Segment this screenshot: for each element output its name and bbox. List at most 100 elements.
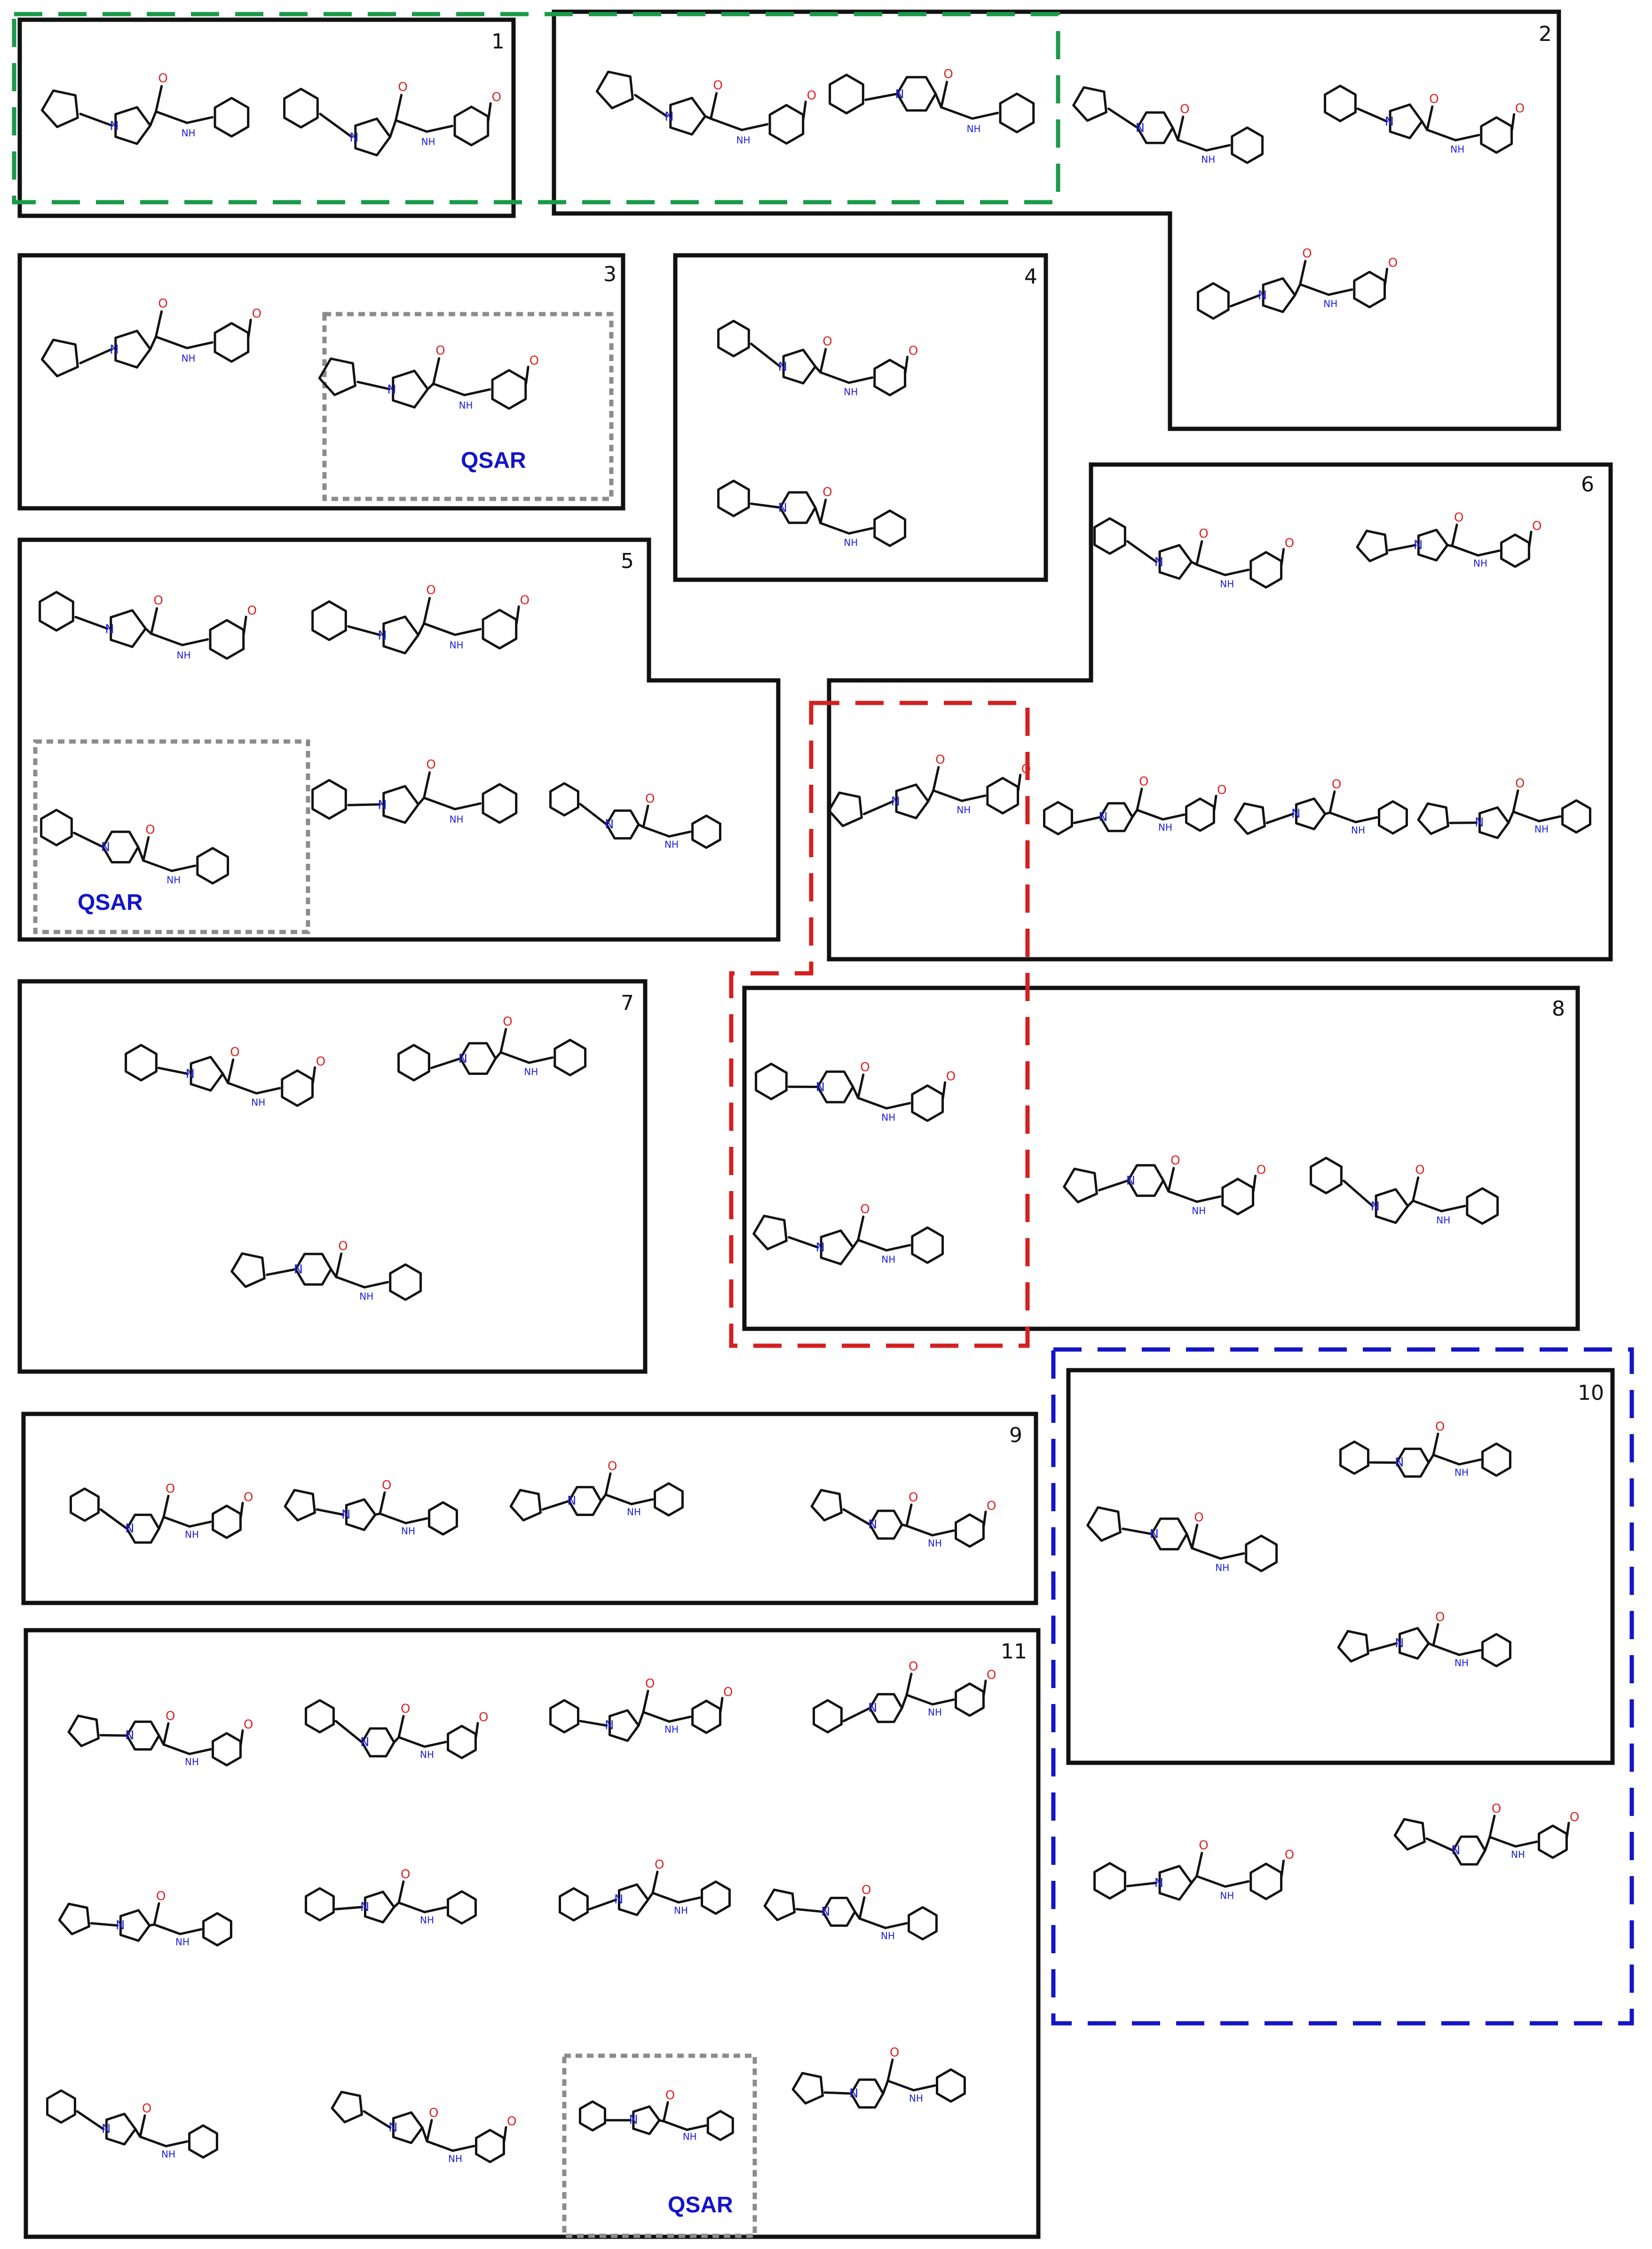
bond bbox=[941, 1081, 947, 1099]
bond bbox=[432, 382, 466, 396]
ring-bond bbox=[190, 1056, 224, 1092]
atom-label: NH bbox=[359, 1291, 373, 1302]
ring-bond bbox=[1127, 1164, 1165, 1197]
bond bbox=[1514, 1840, 1538, 1848]
atom-label: O bbox=[1285, 1848, 1294, 1862]
atom-label: O bbox=[909, 1660, 918, 1674]
bond bbox=[149, 335, 158, 351]
atom-label: NH bbox=[1192, 1205, 1206, 1216]
atom-label: O bbox=[479, 1711, 488, 1725]
atom-label: O bbox=[890, 2045, 899, 2060]
ring-bond bbox=[1099, 802, 1134, 832]
atom-label: N bbox=[378, 629, 387, 643]
atom-label: NH bbox=[251, 1097, 265, 1108]
ring-bond bbox=[553, 1039, 587, 1076]
bond bbox=[1512, 789, 1519, 813]
bond bbox=[255, 1087, 281, 1095]
bond bbox=[474, 1722, 479, 1739]
cluster-boxes bbox=[17, 9, 1615, 2239]
ring-bond bbox=[1262, 277, 1296, 313]
bond bbox=[153, 1923, 182, 1935]
atom-label: O bbox=[252, 307, 261, 321]
bond bbox=[1098, 1179, 1130, 1192]
atom-label: O bbox=[503, 1015, 512, 1029]
atom-label: O bbox=[166, 1482, 175, 1496]
atom-label: N bbox=[186, 1067, 195, 1081]
ring-bond bbox=[829, 73, 864, 115]
cluster-number-4: 4 bbox=[1024, 265, 1037, 289]
atom-label: N bbox=[360, 1736, 369, 1750]
bond bbox=[905, 1673, 913, 1697]
bond bbox=[1280, 1859, 1285, 1878]
ring-bond bbox=[869, 1509, 903, 1540]
ring-bond bbox=[955, 1513, 985, 1548]
atom-label: O bbox=[860, 1202, 869, 1216]
ring-bond bbox=[911, 1226, 944, 1264]
atom-label: N bbox=[1126, 1174, 1135, 1188]
atom-label: NH bbox=[1215, 1562, 1229, 1573]
ring-bond bbox=[196, 847, 229, 885]
bond bbox=[426, 2119, 433, 2143]
bond bbox=[463, 388, 491, 396]
bond bbox=[647, 1892, 654, 1901]
atom-label: O bbox=[166, 1709, 175, 1723]
ring-bond bbox=[67, 1714, 100, 1747]
ring-bond bbox=[389, 1263, 422, 1301]
ring-bond bbox=[213, 322, 250, 363]
green-dashed-group bbox=[12, 12, 1060, 205]
bond bbox=[864, 93, 899, 101]
bond bbox=[858, 1917, 887, 1929]
bond bbox=[1162, 813, 1186, 821]
cluster-number-3: 3 bbox=[603, 262, 617, 286]
bond bbox=[99, 1508, 128, 1530]
atom-label: N bbox=[1099, 810, 1107, 824]
ring-bond bbox=[392, 2111, 424, 2144]
ring-bond bbox=[202, 1912, 232, 1947]
atom-label: O bbox=[909, 344, 918, 358]
ring-bond bbox=[428, 1501, 458, 1536]
atom-label: N bbox=[1451, 1844, 1460, 1858]
ring-bond bbox=[491, 369, 527, 410]
bond bbox=[79, 112, 113, 127]
atom-label: NH bbox=[175, 1936, 190, 1948]
atom-label: O bbox=[1199, 1839, 1208, 1853]
bond bbox=[940, 106, 974, 120]
bond bbox=[142, 836, 150, 862]
atom-label: NH bbox=[627, 1507, 641, 1518]
ring-bond bbox=[559, 1887, 589, 1922]
bond bbox=[1073, 816, 1102, 824]
ring-bond bbox=[791, 2072, 824, 2105]
bond bbox=[819, 347, 827, 374]
ring-bond bbox=[39, 591, 74, 632]
cluster-box-8 bbox=[742, 986, 1580, 1331]
atom-label: O bbox=[1217, 783, 1226, 797]
atom-label: NH bbox=[1473, 558, 1487, 569]
qsar-box-cluster-5 bbox=[33, 739, 310, 934]
bond bbox=[417, 622, 426, 636]
bond bbox=[1354, 816, 1378, 823]
bond bbox=[139, 2135, 167, 2147]
ring-bond bbox=[1310, 1157, 1343, 1194]
bond bbox=[814, 506, 822, 524]
bond bbox=[884, 1922, 908, 1929]
ring-bond bbox=[126, 1514, 160, 1544]
atom-label: O bbox=[492, 90, 501, 104]
bond bbox=[347, 625, 381, 636]
bond bbox=[819, 521, 850, 535]
bond bbox=[1426, 105, 1434, 131]
bond bbox=[170, 864, 197, 872]
ring-bond bbox=[1398, 1627, 1430, 1660]
bond bbox=[1191, 1523, 1199, 1550]
bond bbox=[710, 92, 718, 120]
bond bbox=[905, 1524, 934, 1537]
bond bbox=[579, 803, 608, 826]
ring-bond bbox=[382, 616, 420, 655]
ring-bond bbox=[331, 2091, 363, 2123]
bond bbox=[1507, 810, 1515, 824]
bond bbox=[76, 2110, 105, 2131]
